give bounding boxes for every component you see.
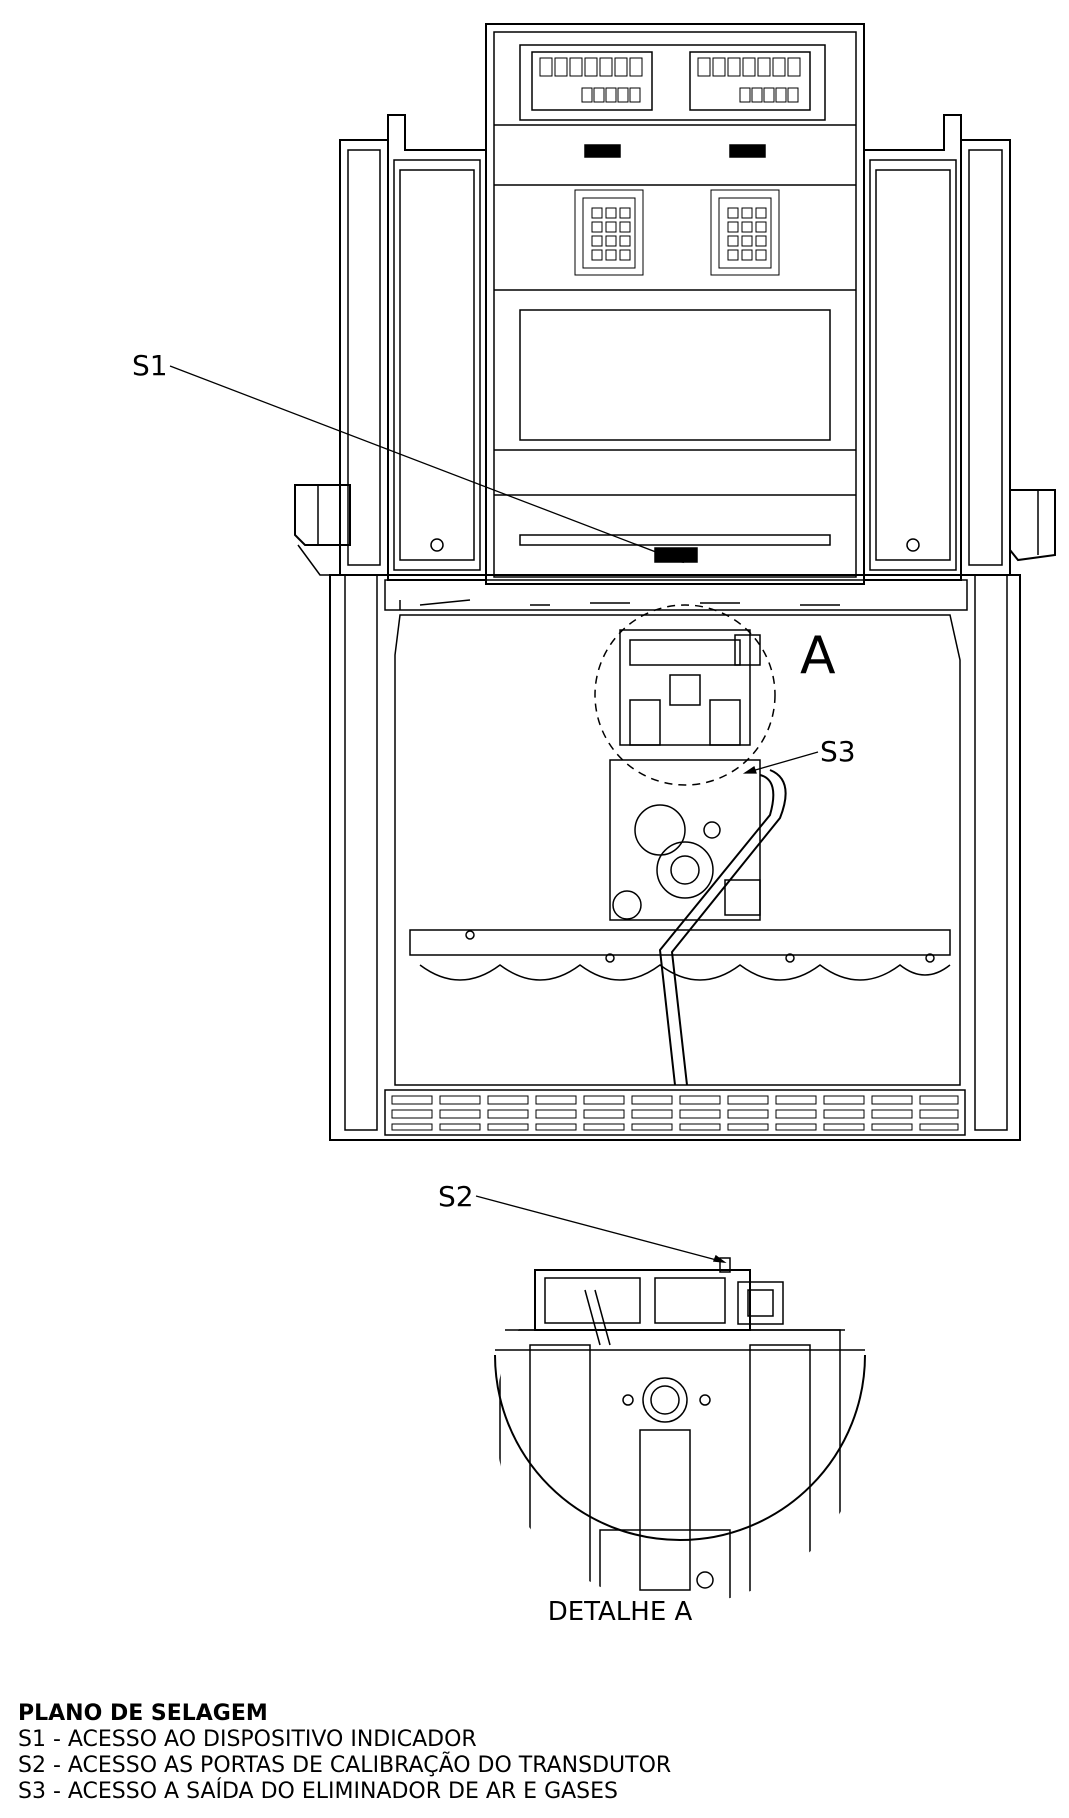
detail-marker-a: A: [800, 626, 836, 686]
display-digits-left: [539, 57, 643, 103]
legend-item-s2: S2 - ACESSO AS PORTAS DE CALIBRAÇÃO DO T…: [18, 1753, 672, 1778]
legend-title: PLANO DE SELAGEM: [18, 1701, 268, 1726]
meter-assembly: [594, 604, 787, 1086]
sealing-plan-legend: PLANO DE SELAGEM S1 - ACESSO AO DISPOSIT…: [18, 1700, 1018, 1805]
callout-s1: S1: [132, 349, 168, 382]
bottom-grill-slots: [391, 1095, 959, 1131]
callout-s2: S2: [438, 1180, 474, 1213]
detail-a-view: [475, 1195, 866, 1605]
side-column-left: [294, 114, 487, 581]
display-head: [485, 23, 865, 585]
keypad-right: [710, 189, 780, 276]
detail-caption: DETALHE A: [547, 1597, 693, 1627]
side-column-right: [863, 114, 1056, 581]
callout-leaders: [169, 365, 819, 774]
dispenser-front-view: [169, 23, 1056, 1141]
legend-item-s3: S3 - ACESSO A SAÍDA DO ELIMINADOR DE AR …: [18, 1779, 618, 1804]
legend-item-s1: S1 - ACESSO AO DISPOSITIVO INDICADOR: [18, 1727, 477, 1752]
keypad-left: [574, 189, 644, 276]
hydraulic-cabinet: [329, 574, 1021, 1141]
display-digits-right: [697, 57, 801, 103]
callout-s3: S3: [820, 735, 856, 768]
